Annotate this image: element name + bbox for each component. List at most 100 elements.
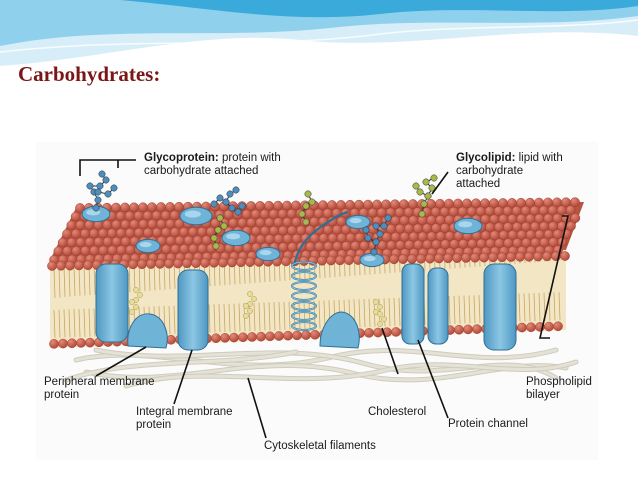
- lipid-tail: [63, 309, 66, 338]
- lipid-head: [116, 245, 127, 255]
- lipid-head: [309, 216, 320, 227]
- lipid-head: [278, 242, 289, 252]
- lipid-head: [246, 217, 257, 228]
- lipid-tail: [78, 265, 81, 296]
- lipid-head: [448, 206, 459, 217]
- lipid-head: [534, 229, 545, 240]
- helix-turn-highlight: [291, 301, 317, 311]
- cholesterol-label: Cholesterol: [368, 406, 426, 419]
- cholesterol-unit: [137, 292, 143, 298]
- lipid-tail: [223, 303, 226, 332]
- glycolipid-sugar-unit: [424, 192, 432, 200]
- glycolipid-sugar-unit: [212, 242, 220, 250]
- lipid-head: [350, 241, 361, 251]
- glycolipid-sugar-unit: [422, 178, 430, 186]
- lipid-head: [494, 222, 504, 232]
- lipid-head: [570, 197, 580, 207]
- cholesterol-unit: [377, 304, 383, 310]
- lipid-head: [386, 224, 396, 234]
- lipid-head: [191, 258, 201, 268]
- glycolipid-sugar-unit: [216, 214, 224, 222]
- lipid-head: [264, 234, 275, 244]
- lipid-head: [120, 236, 131, 247]
- lipid-tail: [53, 267, 56, 298]
- lipid-head: [98, 245, 109, 256]
- lipid-head: [259, 209, 270, 219]
- lipid-head: [399, 199, 409, 209]
- lipid-tail: [318, 300, 321, 329]
- lipid-head: [408, 231, 419, 242]
- lipid-tail: [253, 302, 256, 331]
- lipid-head: [480, 214, 491, 225]
- glycolipid-sugar-unit: [302, 202, 310, 210]
- lipid-tail: [53, 309, 56, 338]
- glycoprotein-sugar-unit: [110, 184, 118, 192]
- lipid-head: [227, 257, 237, 268]
- lipid-head: [301, 330, 311, 340]
- lipid-head: [56, 260, 66, 271]
- lipid-tail: [248, 303, 251, 332]
- lipid-head: [188, 227, 198, 237]
- lipid-head: [179, 244, 190, 254]
- lipid-head: [125, 245, 136, 255]
- lipid-head: [147, 219, 158, 229]
- lipid-head: [485, 238, 496, 249]
- lipid-head: [170, 227, 180, 238]
- glycoprotein-sugar-unit: [92, 204, 100, 212]
- lipid-head: [335, 255, 345, 266]
- lipid-head: [255, 234, 266, 245]
- cholesterol-unit: [377, 321, 383, 327]
- lipid-head: [250, 209, 261, 220]
- lipid-tail: [218, 304, 221, 333]
- lipid-head: [422, 239, 433, 250]
- lipid-head: [273, 234, 284, 244]
- lipid-tail: [533, 293, 536, 322]
- lipid-head: [390, 199, 400, 210]
- lipid-head: [503, 222, 513, 232]
- surface-protein-highlight: [184, 210, 201, 218]
- lipid-head: [470, 252, 480, 263]
- lipid-head: [413, 223, 423, 234]
- lipid-tail: [523, 293, 526, 322]
- lipid-head: [444, 231, 455, 241]
- lipid-head: [323, 241, 334, 252]
- lipid-head: [452, 253, 462, 263]
- lipid-head: [264, 217, 275, 228]
- lipid-head: [407, 254, 417, 264]
- lipid-head: [282, 200, 292, 211]
- lipid-tail: [538, 292, 541, 321]
- lipid-tail: [83, 265, 86, 296]
- integral-membrane-protein-left: [95, 263, 129, 343]
- cholesterol-unit: [381, 316, 387, 322]
- lipid-head: [515, 252, 525, 262]
- lipid-head: [277, 209, 288, 219]
- lipid-tail: [213, 304, 216, 333]
- lipid-tail: [93, 308, 96, 337]
- lipid-head: [164, 258, 174, 269]
- upper-lipid-surface: [47, 197, 584, 271]
- lipid-head: [317, 255, 327, 266]
- lipid-head: [553, 321, 563, 332]
- lipid-head: [449, 239, 460, 249]
- lipid-head: [516, 214, 527, 224]
- lipid-tail: [258, 302, 261, 331]
- lipid-head: [179, 227, 189, 237]
- cholesterol-unit: [377, 311, 383, 317]
- lipid-tail: [233, 303, 236, 332]
- cholesterol-unit: [243, 303, 249, 309]
- glycoprotein-desc-1: protein with: [218, 152, 281, 164]
- membrane-diagram: [47, 159, 584, 439]
- lipid-head: [332, 241, 343, 252]
- lipid-head: [287, 242, 298, 252]
- lipid-tail: [83, 308, 86, 337]
- lipid-head: [560, 251, 570, 261]
- lipid-head: [236, 257, 246, 268]
- lipid-tail: [458, 295, 461, 324]
- peripheral-protein-2: [319, 311, 360, 349]
- lipid-head: [156, 219, 167, 229]
- slide-header-wave: [0, 0, 638, 66]
- lipid-tail: [283, 301, 286, 330]
- lipid-head: [512, 238, 523, 248]
- lipid-head: [128, 259, 138, 270]
- lipid-head: [67, 338, 77, 349]
